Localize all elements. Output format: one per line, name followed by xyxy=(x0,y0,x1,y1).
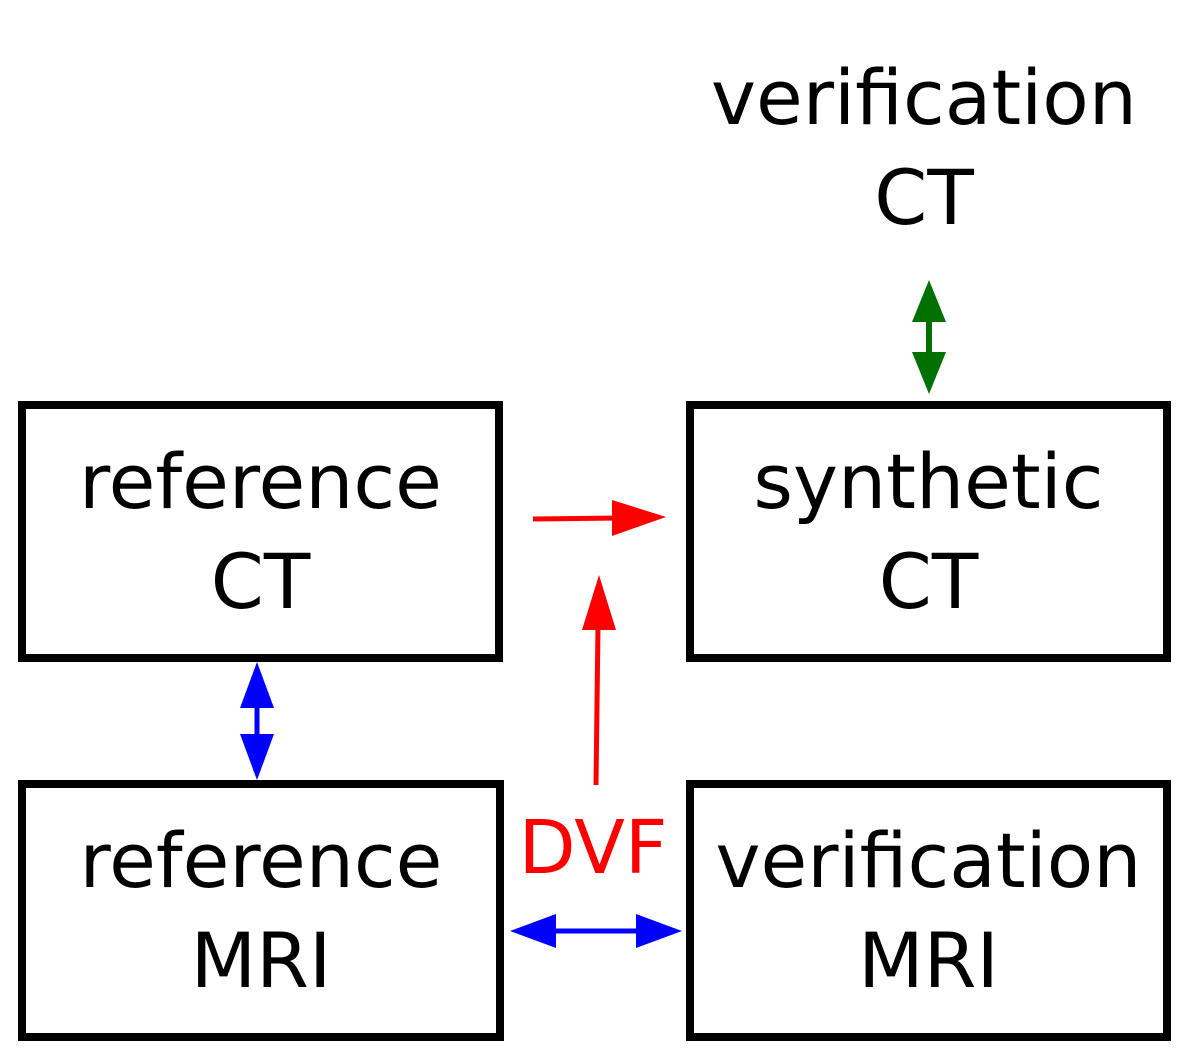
verification-ct-label-line1: verification xyxy=(711,53,1137,142)
dvf-arrow xyxy=(582,575,616,786)
reference-mri-label-line1: reference xyxy=(79,815,443,905)
reference-ct-label-line2: CT xyxy=(210,536,311,626)
verification-mri-label-line2: MRI xyxy=(858,915,999,1005)
mri-link-arrow xyxy=(510,914,682,948)
verification-ct-box: verification CT xyxy=(682,18,1166,278)
ct-link-arrow xyxy=(912,280,946,394)
verification-mri-label-line1: verification xyxy=(715,815,1142,905)
reference-mri-box: reference MRI xyxy=(18,780,504,1041)
synthetic-ct-label-line1: synthetic xyxy=(753,436,1104,526)
dvf-label: DVF xyxy=(518,805,668,891)
reference-to-synthetic-arrow xyxy=(532,500,666,536)
ct-mri-link-arrow xyxy=(240,662,274,780)
reference-mri-label-line2: MRI xyxy=(190,915,332,1005)
synthetic-ct-box: synthetic CT xyxy=(686,401,1171,662)
verification-mri-box: verification MRI xyxy=(686,780,1171,1041)
verification-ct-label-line2: CT xyxy=(874,153,974,242)
synthetic-ct-label-line2: CT xyxy=(878,536,979,626)
reference-ct-box: reference CT xyxy=(18,401,503,662)
reference-ct-label-line1: reference xyxy=(79,436,442,526)
